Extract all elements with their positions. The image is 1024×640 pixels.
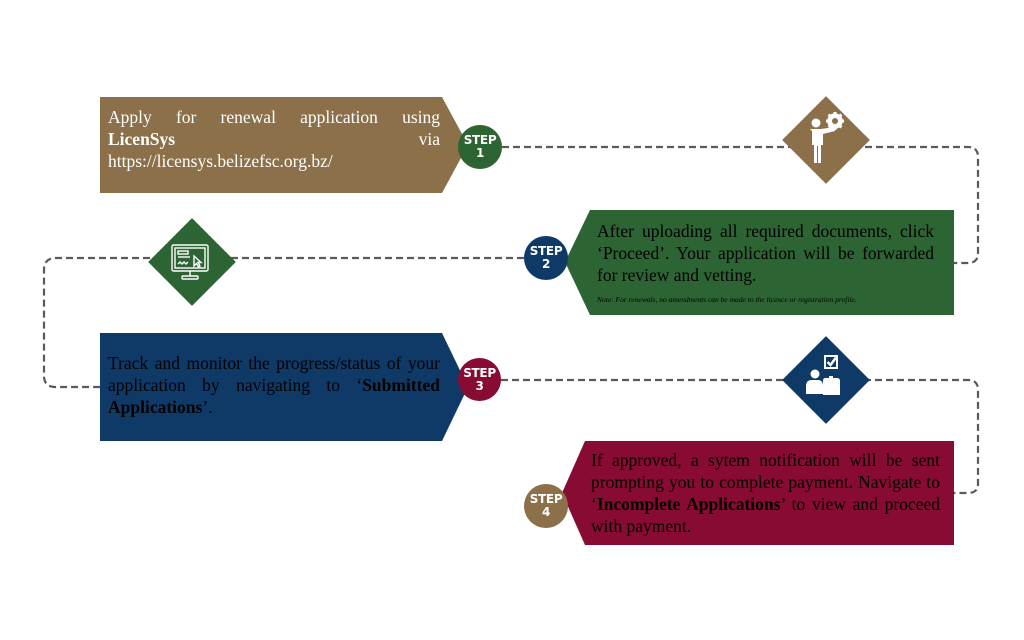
step-2-box bbox=[565, 210, 954, 315]
step-4-text-post: ’ to view and proceed with payment. bbox=[591, 494, 940, 536]
step-4-box bbox=[562, 441, 954, 545]
step-4-badge-word: STEP bbox=[529, 492, 563, 506]
step-4-badge: STEP 4 bbox=[524, 484, 568, 528]
monitor-cursor-icon bbox=[171, 244, 209, 280]
step-1-box bbox=[100, 97, 468, 193]
step-1-badge: STEP 1 bbox=[458, 125, 502, 169]
licensys-label: LicenSys bbox=[108, 129, 176, 149]
step-3-badge-number: 3 bbox=[475, 378, 484, 393]
connector-step3-to-step4 bbox=[501, 378, 980, 495]
step-4-text-pre: If approved, a sytem notification will b… bbox=[591, 450, 940, 514]
person-checklist-icon bbox=[806, 355, 840, 395]
step-2-text: After uploading all required documents, … bbox=[597, 220, 934, 305]
step-2-main-text: After uploading all required documents, … bbox=[597, 221, 934, 285]
step-1-via: via bbox=[418, 129, 440, 149]
connector-step1-to-step2 bbox=[502, 145, 980, 265]
step-3-badge: STEP 3 bbox=[458, 358, 501, 401]
person-gear-icon bbox=[810, 112, 844, 163]
step-4-badge-number: 4 bbox=[541, 505, 551, 519]
step-1-line-1: Apply for renewal application using bbox=[108, 107, 440, 127]
step-3-text: Track and monitor the progress/status of… bbox=[108, 352, 440, 418]
submitted-applications-label: Submitted Applications bbox=[108, 375, 440, 417]
step-2-badge-word: STEP bbox=[529, 244, 563, 258]
connector-step2-to-step3 bbox=[42, 256, 524, 389]
step-3-text-pre: Track and monitor the progress/status of… bbox=[108, 353, 440, 395]
step-4-text: If approved, a sytem notification will b… bbox=[591, 449, 940, 537]
step-1-badge-number: 1 bbox=[475, 146, 485, 160]
licensys-url[interactable]: https://licensys.belizefsc.org.bz/ bbox=[108, 151, 333, 171]
step-3-text-post: ’. bbox=[202, 397, 213, 417]
step-2-badge: STEP 2 bbox=[524, 236, 568, 280]
step-1-text: Apply for renewal application using Lice… bbox=[108, 106, 440, 172]
step-3-badge-word: STEP bbox=[463, 365, 496, 380]
step-1-line-2: LicenSys via bbox=[108, 128, 440, 150]
step-3-box bbox=[100, 333, 468, 441]
step-2-badge-number: 2 bbox=[541, 257, 551, 271]
incomplete-applications-label: Incomplete Applications bbox=[596, 494, 781, 514]
step-1-badge-word: STEP bbox=[463, 133, 497, 147]
step-2-note: Note: For renewals, no amendments can be… bbox=[597, 295, 857, 304]
